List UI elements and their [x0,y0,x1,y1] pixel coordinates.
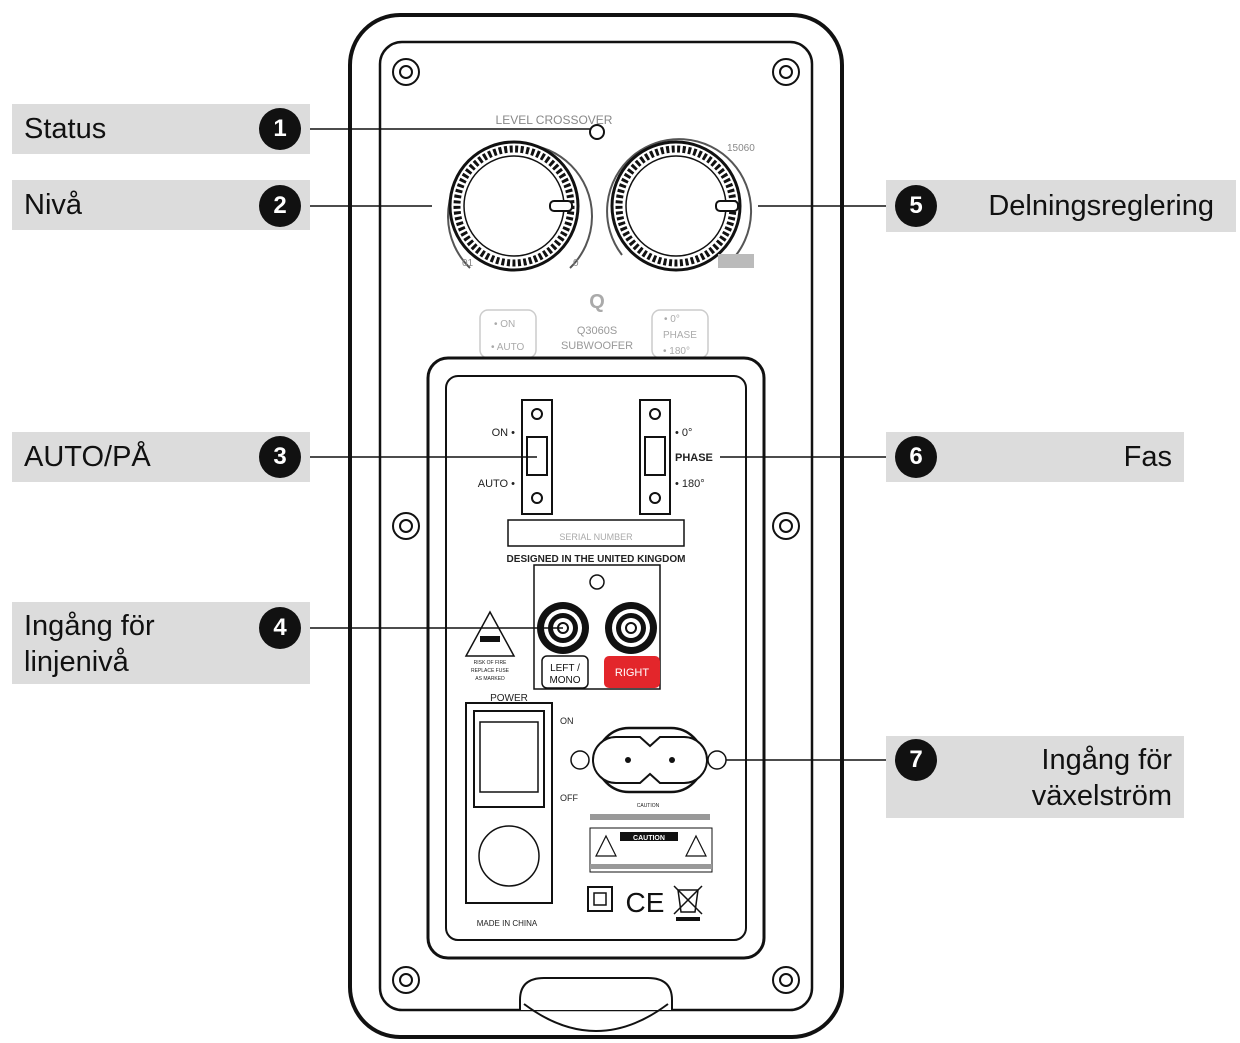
badge-2: 2 [259,185,301,227]
badge-1: 1 [259,108,301,150]
left-mono-line2: MONO [549,675,580,686]
caution-box-label: CAUTION [633,835,665,842]
ac-inlet [592,726,708,794]
q-logo: Q [589,291,605,313]
level-scale-max: 0 [573,258,579,269]
fuse-note-3: AS MARKED [475,676,505,682]
level-crossover-legend: LEVEL CROSSOVER [496,113,613,127]
model-line2: SUBWOOFER [561,340,633,352]
legend-phase-0: • 0° [664,314,680,325]
serial-number-box [507,519,685,547]
screw-bottom-right [772,966,800,994]
double-insulation-icon [587,886,613,912]
right-terminal [605,602,657,654]
callout-line-input-label-2: linjenivå [24,646,129,678]
callout-level-label: Nivå [24,189,83,221]
off-label: OFF [560,793,578,803]
legend-phase-180: • 180° [663,346,690,357]
line-input-led [589,574,605,590]
switch-auto-label: AUTO • [478,478,515,490]
callout-auto-on-label: AUTO/PÅ [24,441,151,473]
fuse-note-1: RISK OF FIRE [474,660,507,666]
callout-line-input: Ingång för linjenivå [12,602,310,684]
model-line1: Q3060S [577,325,617,337]
callout-ac-input-label-1: Ingång för [1041,744,1172,776]
weee-bin-icon [673,885,703,921]
exclamation-warning-icon [685,834,707,857]
left-mono-line1: LEFT / [550,663,580,674]
status-led [589,124,605,140]
screw-mid-right [772,512,800,540]
phase-switch [639,399,671,515]
legend-on: • ON [494,319,515,330]
fuse-note-2: REPLACE FUSE [471,668,510,674]
serial-number-label: SERIAL NUMBER [559,532,633,542]
left-mono-terminal [537,602,589,654]
callout-crossover-label: Delningsreglering [988,190,1214,222]
power-label: POWER [490,693,528,704]
phase-0-label: • 0° [675,427,692,439]
callout-phase-label: Fas [1123,441,1172,473]
crossover-knob [606,138,754,272]
on-label: ON [560,716,574,726]
screw-bottom-left [392,966,420,994]
ce-mark: CE [626,887,665,918]
legend-phase: PHASE [663,330,697,341]
badge-4: 4 [259,607,301,649]
handle-cutout [519,977,673,1010]
screw-mid-left [392,512,420,540]
made-in-china: MADE IN CHINA [477,919,538,928]
switch-on-label: ON • [492,427,516,439]
crossover-scale-top: 15060 [727,143,755,154]
level-scale-min: 01 [462,258,474,269]
phase-180-label: • 180° [675,478,705,490]
leader-lines [300,128,900,761]
designed-in-uk: DESIGNED IN THE UNITED KINGDOM [507,554,686,565]
level-knob [447,140,593,272]
right-tag [604,656,660,688]
left-mono-tag [541,655,589,689]
fuse-holder [478,825,540,887]
badge-5: 5 [895,185,937,227]
screw-top-right [772,58,800,86]
badge-3: 3 [259,436,301,478]
callout-ac-input-label-2: växelström [1031,780,1172,812]
callout-ac-input: Ingång för växelström [886,736,1184,818]
badge-6: 6 [895,436,937,478]
screw-top-left [392,58,420,86]
inlet-screw-left [570,750,590,770]
phase-label: PHASE [675,452,713,464]
fuse-warning-icon [464,610,516,657]
callout-line-input-label-1: Ingång för [24,610,155,642]
lightning-warning-icon [595,834,617,857]
badge-7: 7 [895,739,937,781]
caution-small: CAUTION [637,803,660,809]
callout-status-label: Status [24,113,107,145]
inlet-screw-right [707,750,727,770]
right-label: RIGHT [615,667,650,679]
caution-fine-print [590,814,710,820]
legend-auto: • AUTO [491,342,525,353]
callout-crossover: Delningsreglering [886,180,1236,232]
